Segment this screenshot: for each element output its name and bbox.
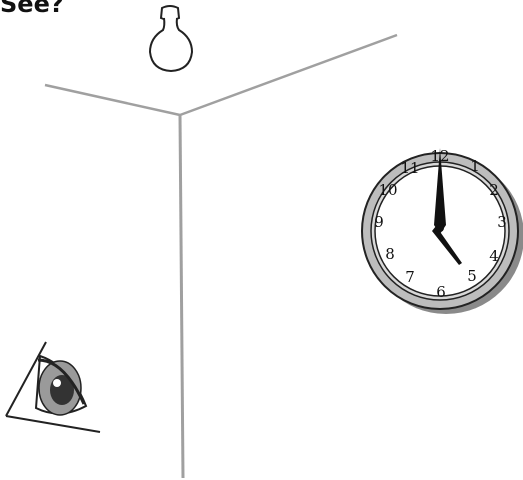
eye-highlight [53, 379, 61, 387]
ceiling-left-edge [44, 83, 181, 117]
clock-numeral: 10 [378, 181, 397, 199]
room-corner [44, 33, 398, 479]
eye-icon [5, 341, 101, 433]
clock-numeral: 6 [436, 283, 446, 301]
ceiling-right-edge [179, 33, 398, 117]
clock-numeral: 8 [385, 245, 395, 263]
wall-corner-edge [178, 114, 185, 479]
wall-clock-icon: 12 1 2 3 4 5 6 7 8 9 10 11 [361, 147, 523, 314]
light-bulb-icon [148, 5, 194, 73]
clock-hour-hand [432, 226, 462, 265]
page-title: See? [0, 0, 64, 18]
clock-center-pin [436, 224, 444, 232]
clock-numeral: 2 [489, 181, 499, 199]
clock-numeral: 9 [374, 213, 384, 231]
clock-numeral: 1 [470, 157, 480, 175]
clock-numeral: 11 [400, 159, 419, 177]
clock-numeral: 4 [489, 247, 499, 265]
clock-numeral: 5 [467, 267, 477, 285]
clock-numeral: 3 [497, 213, 507, 231]
clock-numeral: 7 [405, 268, 415, 286]
clock-minute-hand [434, 148, 446, 234]
